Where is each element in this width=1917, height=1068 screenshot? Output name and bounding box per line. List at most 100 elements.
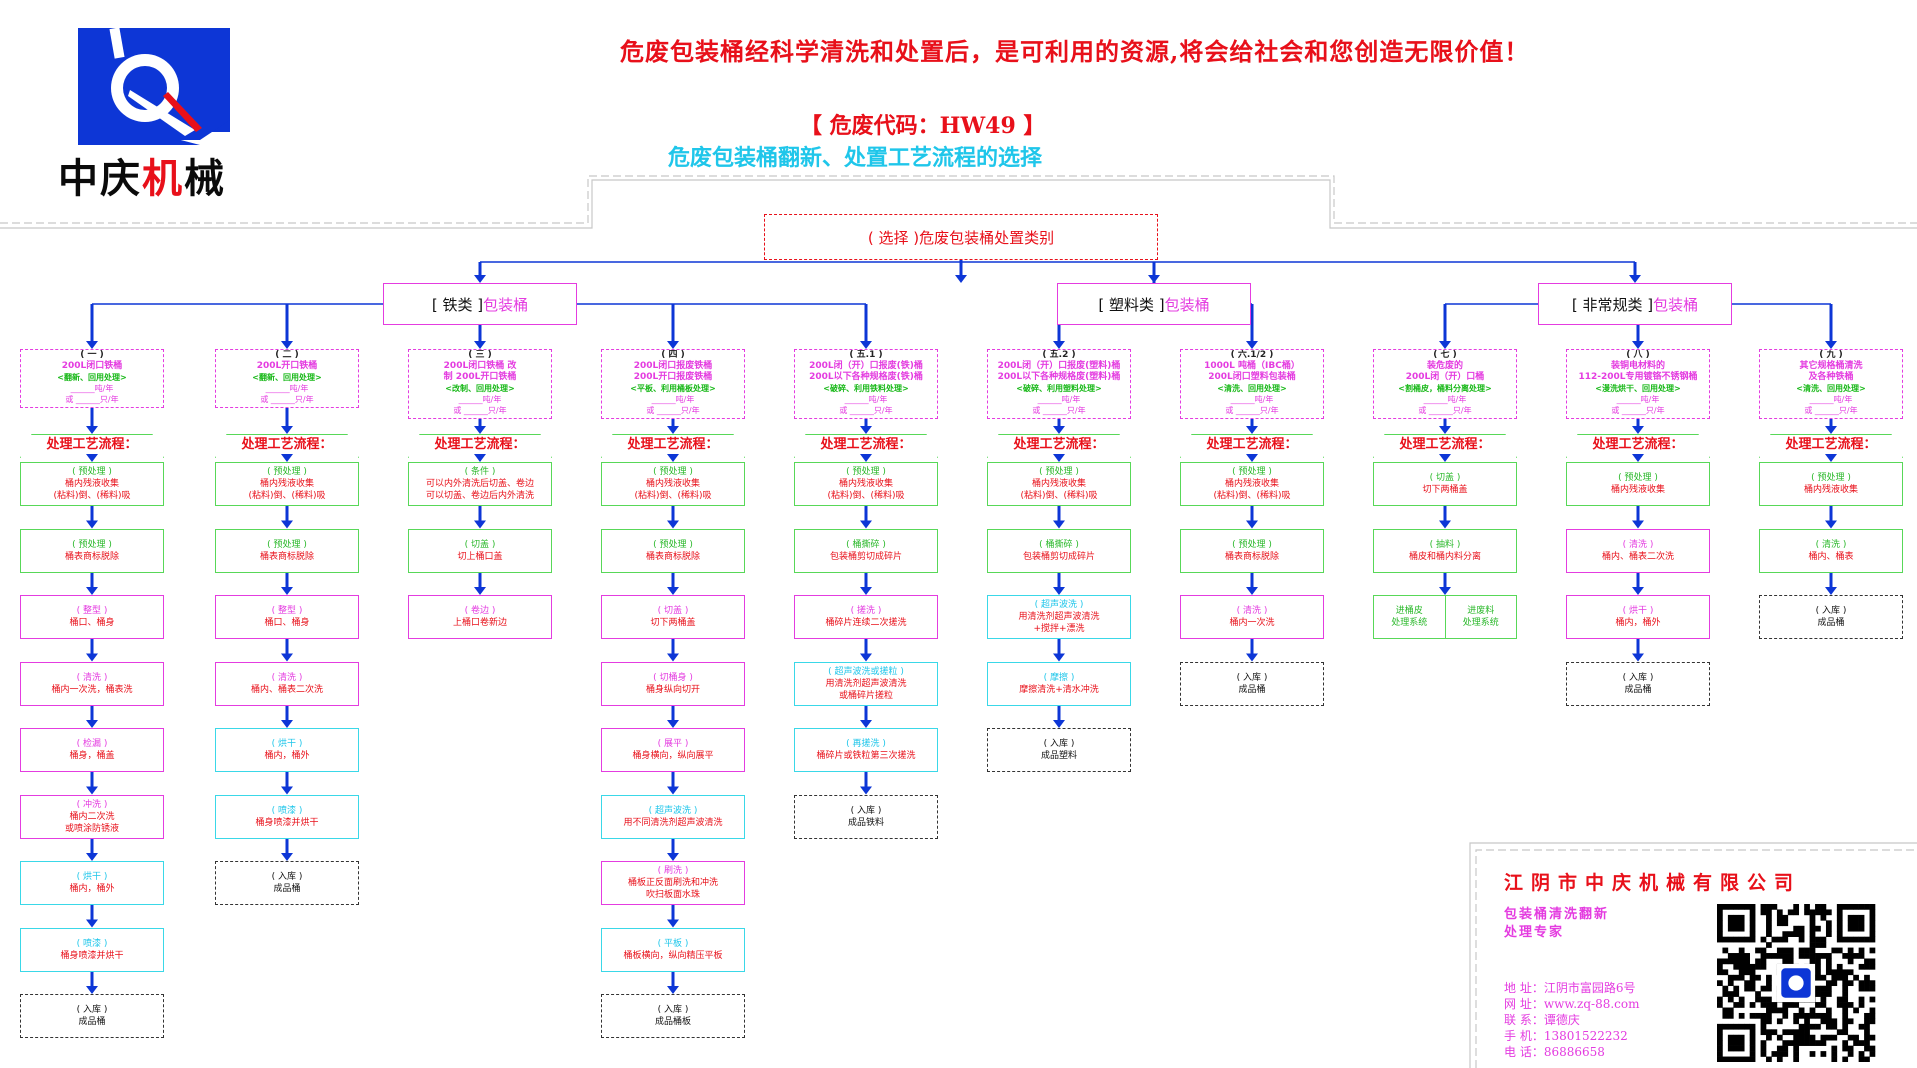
column-4-step-6: ( 超声波洗 )用不同清洗剂超声波清洗 (601, 794, 745, 839)
step-description: 包装桶剪切成碎片 (829, 551, 902, 562)
step-label: ( 清洗 ) (76, 672, 108, 683)
column-5-step-4: ( 超声波洗或搓粒 )用清洗剂超声波清洗或桶碎片搓粒 (794, 661, 938, 706)
column-2-step-2: ( 预处理 )桶表商标脱除 (215, 528, 359, 573)
step-description: 桶碎片连续二次搓洗 (825, 618, 907, 628)
column-9-step-3: ( 烘干 )桶内，桶外 (1566, 595, 1710, 639)
step-description: 桶板正反面刷洗和冲洗吹扫板面水珠 (627, 878, 718, 900)
step-label: ( 预处理 ) (267, 467, 307, 477)
category-plastic-suffix: 包装桶 (1164, 295, 1210, 314)
process-label-frame (987, 434, 1131, 458)
column-number: ( 六.1/2 ) (1230, 350, 1274, 360)
step-label: ( 检漏 ) (76, 739, 108, 749)
company-contact-person: 联 系：谭德庆 (1504, 1013, 1580, 1027)
column-6-step-5: ( 入库 )成品塑料 (987, 728, 1131, 772)
process-label-frame (1180, 434, 1324, 458)
step-description: 桶内、桶表 (1808, 551, 1854, 562)
process-label: 处理工艺流程： (46, 437, 138, 452)
step-description: 成品桶 (1624, 684, 1652, 695)
step-label: ( 入库 ) (271, 872, 303, 882)
step-description: 成品塑料 (1040, 751, 1077, 761)
step-description: 用清洗剂超声波清洗或桶碎片搓粒 (825, 678, 907, 701)
process-label: 处理工艺流程： (1013, 437, 1105, 452)
column-10-step-3: ( 入库 )成品桶 (1759, 595, 1903, 639)
column-note: <割桶皮，桶料分离处理> (1398, 384, 1492, 393)
step-description: 桶内残液收集(粘料)倒、(稀料)吸 (634, 479, 712, 501)
hazard-code-title: 【 危废代码：HW49 】 (800, 113, 1046, 139)
category-iron: [ 铁类 ]包装桶 (383, 283, 577, 325)
step-description: 切下两桶盖 (650, 618, 696, 628)
process-label-frame (215, 434, 359, 458)
column-7-step-3: ( 清洗 )桶内一次洗 (1180, 595, 1324, 639)
split-right: 进废料处理系统 (1444, 596, 1517, 638)
root-node-label: ( 选择 )危废包装桶处置类别 (867, 228, 1055, 247)
step-label: ( 预处理 ) (72, 467, 112, 477)
category-unconventional-suffix: 包装桶 (1653, 295, 1699, 314)
process-label: 处理工艺流程： (1206, 437, 1298, 452)
column-8-step-2: ( 抽料 )桶皮和桶内料分离 (1373, 528, 1517, 573)
column-1-step-3: ( 整型 )桶口、桶身 (20, 595, 164, 639)
column-9-step-4: ( 入库 )成品桶 (1566, 661, 1710, 706)
step-description: 桶内残液收集(粘料)倒、(稀料)吸 (53, 479, 131, 501)
process-label-frame (601, 434, 745, 458)
column-title: 其它规格桶清洗及各种铁桶 (1799, 361, 1863, 382)
column-6-step-1: ( 预处理 )桶内残液收集(粘料)倒、(稀料)吸 (987, 462, 1131, 506)
column-4-step-3: ( 切盖 )切下两桶盖 (601, 595, 745, 639)
step-label: ( 预处理 ) (1232, 539, 1272, 550)
column-quantity: ______吨/年或 ______只/年 (839, 395, 893, 415)
company-phone: 电 话：86886658 (1504, 1045, 1605, 1059)
step-description: 桶内残液收集(粘料)倒、(稀料)吸 (1213, 479, 1291, 501)
column-number: ( 三 ) (468, 350, 492, 360)
column-5-step-2: ( 桶撕碎 )包装桶剪切成碎片 (794, 528, 938, 573)
process-label-frame (20, 434, 164, 458)
step-description: 桶内残液收集(粘料)倒、(稀料)吸 (248, 479, 326, 501)
column-7-step-2: ( 预处理 )桶表商标脱除 (1180, 528, 1324, 573)
column-7-header: ( 六.1/2 )1000L 吨桶（IBC桶）200L闭口塑料包装桶<清洗、回用… (1180, 349, 1324, 419)
company-info-panel: 江阴市中庆机械有限公司 包装桶清洗翻新 处理专家 地 址：江阴市富园路6号 网 … (1468, 864, 1908, 1064)
step-description: 桶内一次洗 (1229, 618, 1275, 628)
step-description: 桶口、桶身 (264, 618, 310, 628)
column-2-header: ( 二 )200L开口铁桶<翻新、回用处理>______吨/年或 ______只… (215, 349, 359, 408)
column-note: <翻新、回用处理> (252, 373, 322, 382)
column-4-step-9: ( 入库 )成品桶板 (601, 994, 745, 1038)
logo-text-part3: 械 (184, 156, 226, 202)
column-quantity: ______吨/年或 ______只/年 (260, 384, 314, 404)
step-description: 桶表商标脱除 (1224, 551, 1279, 562)
column-number: ( 五.1 ) (849, 350, 883, 360)
column-quantity: ______吨/年或 ______只/年 (646, 395, 700, 415)
step-label: ( 入库 ) (657, 1005, 689, 1015)
column-quantity: ______吨/年或 ______只/年 (1032, 395, 1086, 415)
column-2-step-7: ( 入库 )成品桶 (215, 861, 359, 905)
step-label: ( 入库 ) (1236, 672, 1268, 683)
column-4-step-2: ( 预处理 )桶表商标脱除 (601, 528, 745, 573)
company-name: 江阴市中庆机械有限公司 (1504, 872, 1802, 894)
column-7-step-1: ( 预处理 )桶内残液收集(粘料)倒、(稀料)吸 (1180, 462, 1324, 506)
company-mobile: 手 机：13801522232 (1504, 1029, 1628, 1043)
step-label: ( 预处理 ) (653, 467, 693, 477)
qr-code-icon (1717, 904, 1876, 1062)
category-iron-label: [ 铁类 ] (431, 295, 484, 314)
step-label: ( 烘干 ) (76, 872, 108, 882)
step-description: 桶表商标脱除 (645, 551, 700, 562)
step-description: 包装桶剪切成碎片 (1022, 551, 1095, 562)
column-note: <清洗、回用处理> (1796, 384, 1866, 393)
step-label: ( 入库 ) (1622, 672, 1654, 683)
step-label: ( 清洗 ) (271, 672, 303, 683)
step-description: 成品铁料 (847, 817, 884, 828)
column-number: ( 九 ) (1819, 350, 1843, 360)
column-note: <平板、利用桶板处理> (630, 384, 716, 393)
column-1-step-9: ( 入库 )成品桶 (20, 994, 164, 1038)
column-quantity: ______吨/年或 ______只/年 (1804, 395, 1858, 415)
split-left: 进桶皮处理系统 (1391, 606, 1428, 628)
column-number: ( 一 ) (80, 350, 104, 360)
step-label: ( 预处理 ) (653, 539, 693, 550)
company-website[interactable]: 网 址：www.zq-88.com (1504, 997, 1640, 1011)
column-title: 200L闭口铁桶 (61, 361, 123, 371)
column-number: ( 八 ) (1626, 350, 1650, 360)
column-10-header: ( 九 )其它规格桶清洗及各种铁桶 <清洗、回用处理> ______吨/年或 ___… (1759, 349, 1903, 419)
company-address: 地 址：江阴市富园路6号 (1504, 981, 1636, 995)
